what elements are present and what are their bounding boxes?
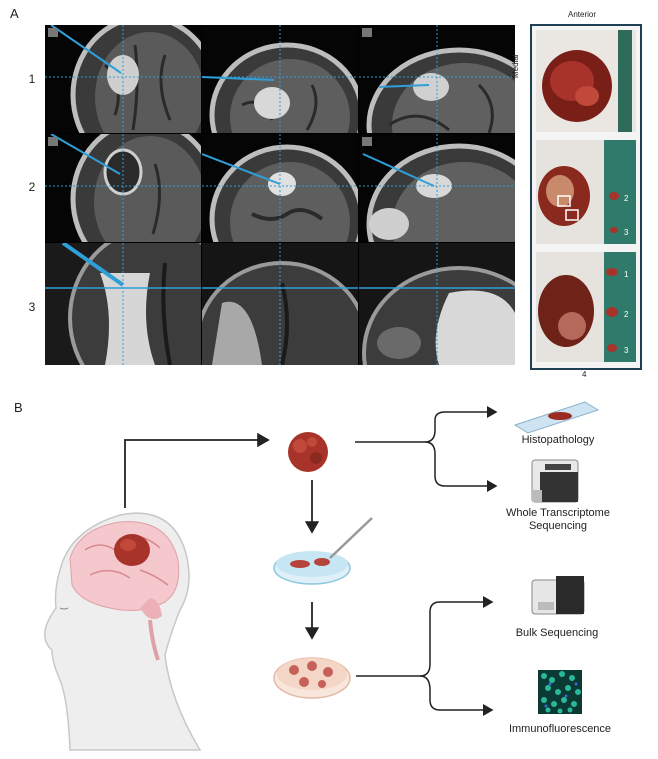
- mri-r1-coronal: [202, 25, 358, 133]
- bulk-sequencer-icon: [531, 576, 585, 615]
- bulk-sequencing-label: Bulk Sequencing: [515, 627, 599, 639]
- surgical-photos: [536, 30, 636, 362]
- sequencer-icon: [531, 459, 579, 503]
- mri-r1-axial: [45, 25, 201, 133]
- culture-dish-tissue: [273, 517, 373, 585]
- mri-r2-sagittal: [359, 134, 515, 242]
- wts-label-line2: Sequencing: [528, 520, 588, 532]
- mri-r2-axial: [45, 134, 201, 242]
- immunofluorescence-label: Immunofluorescence: [508, 723, 612, 735]
- photo3-num-1: 1: [624, 270, 629, 279]
- mri-grid: [45, 25, 515, 365]
- mri-r3-sagittal: [359, 243, 515, 365]
- mri-r3-axial: [45, 243, 201, 365]
- histopathology-label: Histopathology: [521, 434, 595, 446]
- mri-r2-coronal: [202, 134, 358, 242]
- immunofluorescence-icon: [538, 670, 582, 714]
- photo2-num-2: 2: [624, 194, 629, 203]
- photo3-num-2: 2: [624, 310, 629, 319]
- row-label-1: 1: [28, 72, 36, 86]
- photo2-num-3: 3: [624, 228, 629, 237]
- workflow-diagram: [44, 401, 600, 751]
- photo3-num-3: 3: [624, 346, 629, 355]
- histology-slide-icon: [513, 401, 600, 434]
- mri-r1-sagittal: [359, 25, 515, 133]
- panel-a-label: A: [10, 6, 19, 21]
- row-label-3: 3: [28, 300, 36, 314]
- tumor-sample: [288, 432, 328, 472]
- panel-b-label: B: [14, 400, 23, 415]
- head-silhouette: [44, 512, 202, 751]
- anterior-label: Anterior: [568, 10, 597, 19]
- row-label-2: 2: [28, 180, 36, 194]
- mri-r3-coronal: [202, 243, 358, 365]
- medial-label: Medial: [511, 54, 520, 78]
- culture-dish-organoids: [273, 657, 351, 699]
- photo-panel-number: 4: [582, 370, 587, 379]
- surgical-photo-frame: 2 3 1 2 3: [530, 24, 642, 370]
- wts-label-line1: Whole Transcriptome: [506, 507, 610, 519]
